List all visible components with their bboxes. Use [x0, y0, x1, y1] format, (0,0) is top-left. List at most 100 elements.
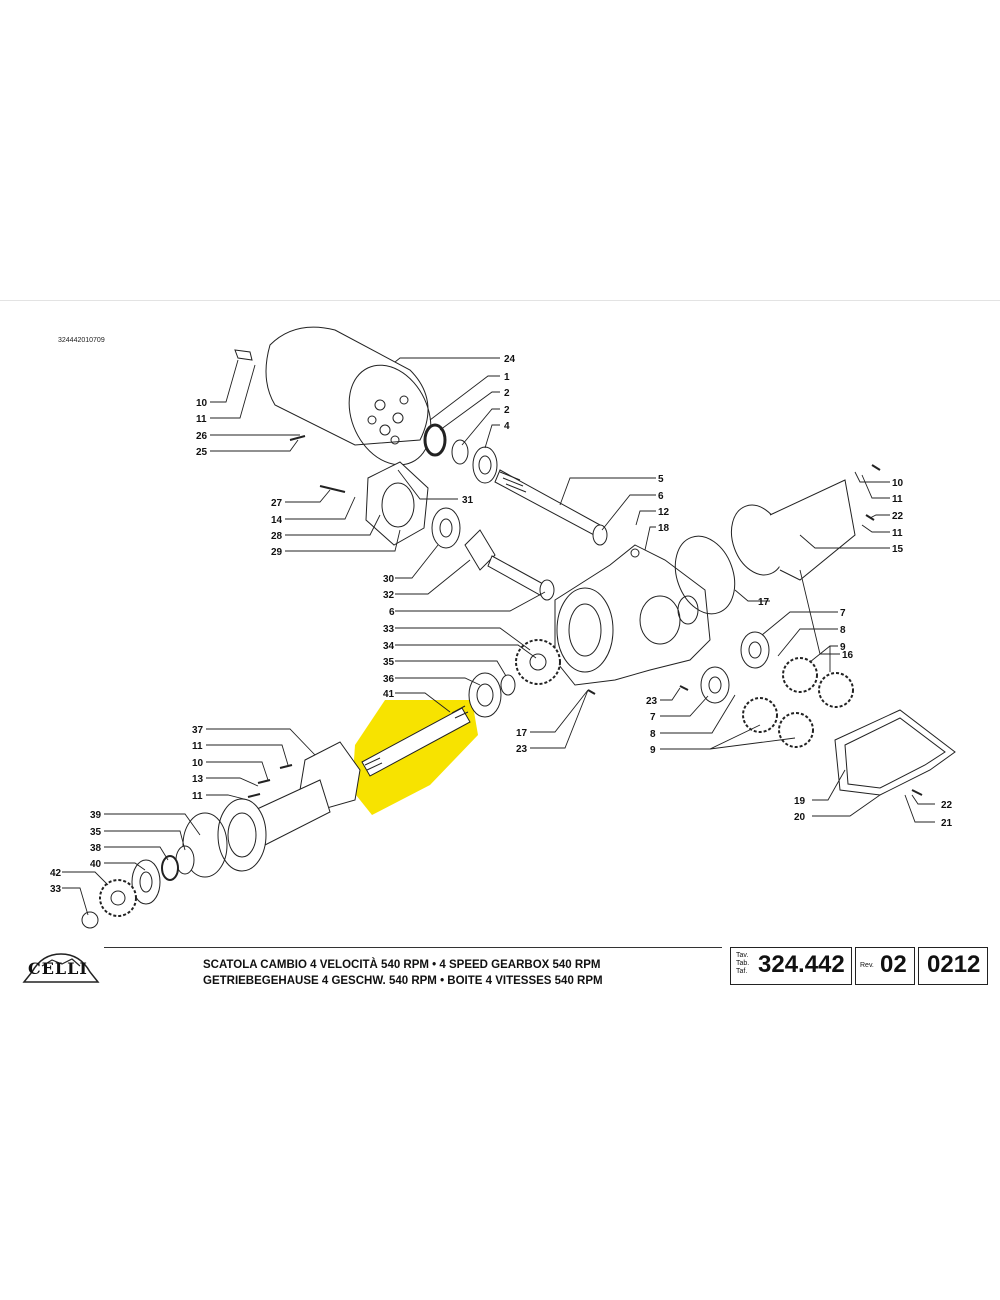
part-shaft-5[interactable]: [494, 469, 601, 536]
revision-label: Rev.: [860, 962, 874, 969]
callout-9[interactable]: 9: [650, 745, 656, 756]
document-code: 324442010709: [58, 337, 105, 344]
callout-33[interactable]: 33: [50, 884, 62, 895]
callout-29[interactable]: 29: [271, 547, 283, 558]
callout-13[interactable]: 13: [192, 774, 204, 785]
callout-11[interactable]: 11: [892, 528, 903, 539]
callout-10[interactable]: 10: [196, 398, 208, 409]
callout-11[interactable]: 11: [192, 741, 203, 752]
part-gear-9-lower[interactable]: [742, 697, 814, 748]
callout-8[interactable]: 8: [650, 729, 656, 740]
screw-parts: [234, 349, 923, 798]
callout-4[interactable]: 4: [504, 421, 510, 432]
callout-1[interactable]: 1: [504, 372, 510, 383]
part-gear-34[interactable]: [515, 639, 561, 685]
callout-38[interactable]: 38: [90, 843, 102, 854]
callout-23[interactable]: 23: [516, 744, 528, 755]
part-bearing-4[interactable]: [472, 446, 498, 484]
callout-17[interactable]: 17: [516, 728, 528, 739]
callout-7[interactable]: 7: [840, 608, 846, 619]
table-labels: Tav. Tab. Taf.: [736, 952, 750, 975]
callout-22[interactable]: 22: [892, 511, 904, 522]
part-gearbox-housing[interactable]: [554, 544, 711, 686]
title-line-1: SCATOLA CAMBIO 4 VELOCITÀ 540 RPM • 4 SP…: [203, 959, 601, 971]
callout-2[interactable]: 2: [504, 388, 510, 399]
callout-23[interactable]: 23: [646, 696, 658, 707]
footer-rule: [104, 947, 722, 948]
callout-16[interactable]: 16: [842, 650, 854, 661]
callout-24[interactable]: 24: [504, 354, 516, 365]
part-cover-20[interactable]: [834, 709, 956, 796]
callout-8[interactable]: 8: [840, 625, 846, 636]
part-gear-42[interactable]: [99, 879, 137, 917]
part-gasket-39[interactable]: [182, 812, 228, 878]
callout-11[interactable]: 11: [196, 414, 207, 425]
table-number-box: Tav. Tab. Taf. 324.442: [730, 947, 852, 985]
callout-28[interactable]: 28: [271, 531, 283, 542]
date-code-box: 0212: [918, 947, 988, 985]
callout-26[interactable]: 26: [196, 431, 208, 442]
part-seal-38[interactable]: [161, 855, 179, 881]
part-bearing-36[interactable]: [468, 672, 502, 718]
callout-15[interactable]: 15: [892, 544, 904, 555]
part-bearing-40[interactable]: [131, 859, 161, 905]
callout-35[interactable]: 35: [383, 657, 395, 668]
callout-11[interactable]: 11: [892, 494, 903, 505]
logo-text: CELLI: [28, 959, 88, 978]
page-divider: [0, 300, 1000, 301]
part-bearing-30[interactable]: [431, 507, 461, 549]
part-cover-16[interactable]: [722, 479, 856, 582]
callout-5[interactable]: 5: [658, 474, 664, 485]
part-ring-6[interactable]: [592, 524, 608, 546]
callout-6[interactable]: 6: [389, 607, 395, 618]
part-bevel-shaft[interactable]: [464, 529, 555, 601]
callout-30[interactable]: 30: [383, 574, 395, 585]
part-cover-cylinder[interactable]: [265, 326, 446, 478]
callout-36[interactable]: 36: [383, 674, 395, 685]
callout-17[interactable]: 17: [758, 597, 770, 608]
part-gear-9-upper[interactable]: [782, 657, 854, 708]
callout-34[interactable]: 34: [383, 641, 395, 652]
callout-21[interactable]: 21: [941, 818, 953, 829]
part-bearing-7[interactable]: [740, 631, 770, 669]
callout-7[interactable]: 7: [650, 712, 656, 723]
document-title: SCATOLA CAMBIO 4 VELOCITÀ 540 RPM • 4 SP…: [203, 957, 603, 989]
callout-6[interactable]: 6: [658, 491, 664, 502]
celli-logo: CELLI: [22, 950, 100, 984]
part-tube-37[interactable]: [217, 741, 361, 872]
callout-41[interactable]: 41: [383, 689, 395, 700]
callout-14[interactable]: 14: [271, 515, 283, 526]
date-code: 0212: [927, 951, 981, 978]
part-spacer-35[interactable]: [500, 674, 516, 696]
callout-18[interactable]: 18: [658, 523, 670, 534]
part-shaft-41[interactable]: [361, 705, 471, 777]
callout-42[interactable]: 42: [50, 868, 62, 879]
callout-27[interactable]: 27: [271, 498, 283, 509]
logo-mark: [22, 953, 100, 983]
part-nut-33[interactable]: [81, 911, 99, 929]
callout-22[interactable]: 22: [941, 800, 953, 811]
callout-2[interactable]: 2: [504, 405, 510, 416]
callout-37[interactable]: 37: [192, 725, 204, 736]
callout-12[interactable]: 12: [658, 507, 670, 518]
callout-10[interactable]: 10: [192, 758, 204, 769]
callout-11[interactable]: 11: [192, 791, 203, 802]
callout-32[interactable]: 32: [383, 590, 395, 601]
callout-31[interactable]: 31: [462, 495, 474, 506]
callout-35[interactable]: 35: [90, 827, 102, 838]
callout-20[interactable]: 20: [794, 812, 806, 823]
callout-40[interactable]: 40: [90, 859, 102, 870]
part-gasket-17[interactable]: [665, 528, 745, 622]
callout-9[interactable]: 9: [840, 642, 846, 653]
revision-box: Rev. 02: [855, 947, 915, 985]
callout-33[interactable]: 33: [383, 624, 395, 635]
part-flange-28[interactable]: [365, 461, 429, 546]
part-bearing-7-lower[interactable]: [700, 666, 730, 704]
title-line-2: GETRIEBEGEHAUSE 4 GESCHW. 540 RPM • BOIT…: [203, 975, 603, 987]
part-seal-2[interactable]: [423, 423, 469, 465]
callout-39[interactable]: 39: [90, 810, 102, 821]
callout-25[interactable]: 25: [196, 447, 208, 458]
callout-10[interactable]: 10: [892, 478, 904, 489]
revision-number: 02: [880, 951, 907, 978]
callout-19[interactable]: 19: [794, 796, 806, 807]
